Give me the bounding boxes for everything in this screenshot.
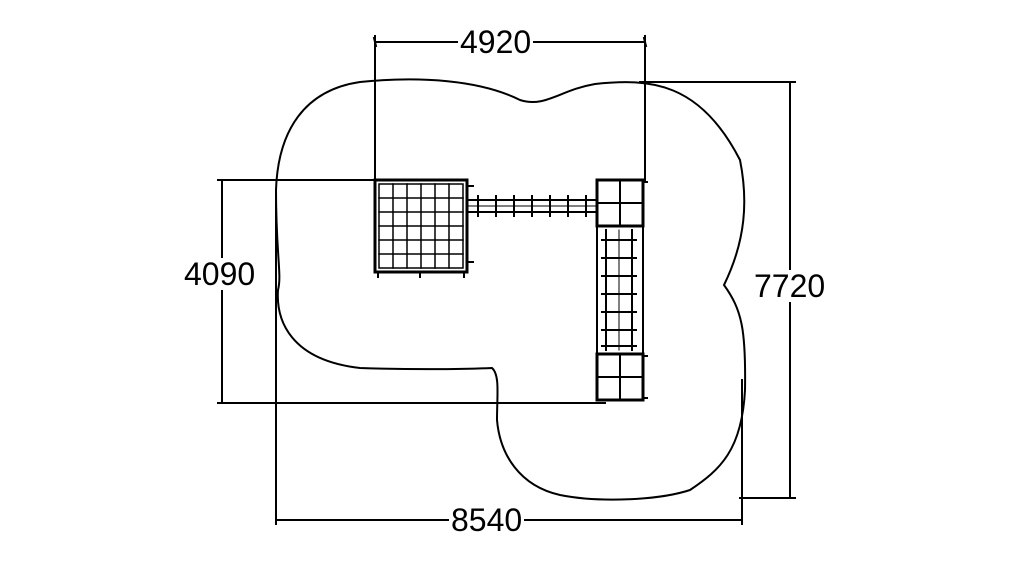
dim-line-left	[217, 179, 606, 404]
climbing-grid-platform	[373, 178, 474, 278]
dimension-label-left: 4090	[182, 256, 258, 292]
dimension-label-top: 4920	[458, 24, 534, 60]
grid-posts	[377, 185, 474, 278]
horizontal-bridge	[466, 195, 598, 217]
tower-deck-top	[595, 178, 648, 228]
safety-zone-outline	[274, 78, 747, 501]
grid-lines	[378, 183, 464, 269]
dimension-label-bottom: 8540	[449, 502, 525, 538]
dimension-label-right: 7720	[752, 268, 828, 304]
vertical-bridge	[596, 225, 644, 355]
dim-line-bottom	[275, 189, 743, 525]
tower-deck-bottom	[595, 352, 648, 402]
